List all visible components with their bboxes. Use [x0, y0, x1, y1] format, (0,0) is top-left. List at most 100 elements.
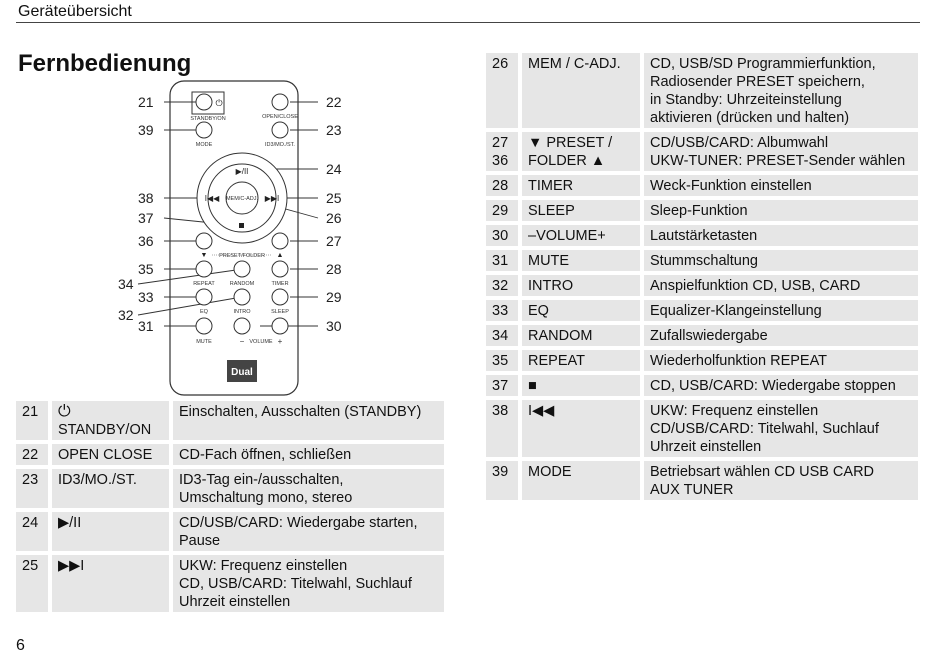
- timer-button: [271, 260, 289, 278]
- mem-c-adj-button: [225, 181, 259, 215]
- row-key: MODE: [522, 461, 640, 500]
- row-description: Stummschaltung: [644, 250, 918, 271]
- play-pause-icon: ▶/II: [236, 167, 249, 176]
- row-key: –VOLUME+: [522, 225, 640, 246]
- row-key-label: MUTE: [528, 253, 570, 269]
- preset-down-button: [195, 232, 213, 250]
- row-number: 31: [486, 250, 518, 271]
- table-row: 25 ▶▶I UKW: Frequenz einstellen CD, USB/CA…: [16, 555, 452, 612]
- row-description: UKW: Frequenz einstellen CD/USB/CARD: Ti…: [644, 400, 918, 457]
- row-key: ID3/MO./ST.: [52, 469, 169, 508]
- row-key: TIMER: [522, 175, 640, 196]
- row-number: 37: [486, 375, 518, 396]
- callout-26: 26: [326, 210, 342, 226]
- open-close-caption: OPEN/CLOSE: [262, 114, 298, 120]
- callout-22: 22: [326, 94, 342, 110]
- table-row: 22 OPEN CLOSE CD-Fach öffnen, schließen: [16, 444, 452, 465]
- callout-34: 34: [118, 276, 134, 292]
- row-number: 33: [486, 300, 518, 321]
- mode-caption: MODE: [196, 142, 213, 148]
- row-description: CD/USB/CARD: Wiedergabe starten, Pause: [173, 512, 444, 551]
- row-key-label: TIMER: [528, 178, 574, 194]
- id3-caption: ID3/MO./ST.: [265, 142, 295, 148]
- row-number: 35: [486, 350, 518, 371]
- random-button: [233, 260, 251, 278]
- row-key-label: MODE: [528, 464, 572, 480]
- callout-38: 38: [138, 190, 154, 206]
- row-description: Lautstärketasten: [644, 225, 918, 246]
- mode-button: [195, 121, 213, 139]
- timer-caption: TIMER: [271, 281, 288, 287]
- sleep-button: [271, 288, 289, 306]
- eq-caption: EQ: [200, 309, 209, 315]
- prev-icon: I◀◀: [205, 194, 220, 203]
- table-row: 31 MUTE Stummschaltung: [486, 250, 922, 271]
- row-key: SLEEP: [522, 200, 640, 221]
- callout-31: 31: [138, 318, 154, 334]
- row-key-label: REPEAT: [528, 353, 585, 369]
- callout-35: 35: [138, 261, 154, 277]
- random-caption: RANDOM: [230, 281, 255, 287]
- row-description: ID3-Tag ein-/ausschalten, Umschaltung mo…: [173, 469, 444, 508]
- row-description: CD/USB/CARD: Albumwahl UKW-TUNER: PRESET…: [644, 132, 918, 171]
- row-key: REPEAT: [522, 350, 640, 371]
- mute-caption: MUTE: [196, 339, 212, 345]
- row-key-label: STANDBY/ON: [58, 422, 152, 438]
- row-key: ▶/II: [52, 512, 169, 551]
- repeat-button: [195, 260, 213, 278]
- standby-button: [195, 93, 213, 111]
- eq-button: [195, 288, 213, 306]
- row-key: ▼ PRESET / FOLDER ▲: [522, 132, 640, 171]
- row-key: OPEN CLOSE: [52, 444, 169, 465]
- stop-icon: [239, 223, 244, 228]
- volume-caption: VOLUME: [249, 339, 273, 345]
- row-description: Weck-Funktion einstellen: [644, 175, 918, 196]
- callout-21: 21: [138, 94, 154, 110]
- row-description: Sleep-Funktion: [644, 200, 918, 221]
- brand-logo-box: [227, 360, 257, 382]
- preset-up-button: [271, 232, 289, 250]
- row-key-label: OPEN CLOSE: [58, 447, 153, 463]
- callout-39: 39: [138, 122, 154, 138]
- arrow-up-icon: ▲: [277, 252, 284, 259]
- row-key-label: ▼ PRESET / FOLDER ▲: [528, 135, 613, 169]
- repeat-caption: REPEAT: [193, 281, 215, 287]
- row-key: INTRO: [522, 275, 640, 296]
- row-key: EQ: [522, 300, 640, 321]
- row-number: 32: [486, 275, 518, 296]
- remote-control-diagram: 21 39 38 37 36 35 34 33 32 31 22 23 24 2…: [118, 80, 358, 400]
- row-number: 25: [16, 555, 48, 612]
- standby-button-frame: [191, 91, 225, 115]
- volume-minus-button: [233, 317, 251, 335]
- callout-23: 23: [326, 122, 342, 138]
- row-description: UKW: Frequenz einstellen CD, USB/CARD: T…: [173, 555, 444, 612]
- row-key: MEM / C-ADJ.: [522, 53, 640, 128]
- row-description: Betriebsart wählen CD USB CARD AUX TUNER: [644, 461, 918, 500]
- callout-30: 30: [326, 318, 342, 334]
- row-key-label: ▶▶I: [58, 558, 85, 574]
- row-key-label: MEM / C-ADJ.: [528, 56, 621, 72]
- row-key: RANDOM: [522, 325, 640, 346]
- volume-plus-caption: +: [278, 337, 283, 346]
- row-number: 30: [486, 225, 518, 246]
- row-description: Zufallswiedergabe: [644, 325, 918, 346]
- row-number: 26: [486, 53, 518, 128]
- row-number: 24: [16, 512, 48, 551]
- brand-logo: Dual: [231, 367, 253, 378]
- row-number: 34: [486, 325, 518, 346]
- table-row: 30–VOLUME+Lautstärketasten: [486, 225, 922, 246]
- row-description: CD-Fach öffnen, schließen: [173, 444, 444, 465]
- row-key: ■: [522, 375, 640, 396]
- row-number: 22: [16, 444, 48, 465]
- standby-caption: STANDBY/ON: [190, 116, 225, 122]
- row-key-label: ID3/MO./ST.: [58, 472, 137, 488]
- callout-24: 24: [326, 161, 342, 177]
